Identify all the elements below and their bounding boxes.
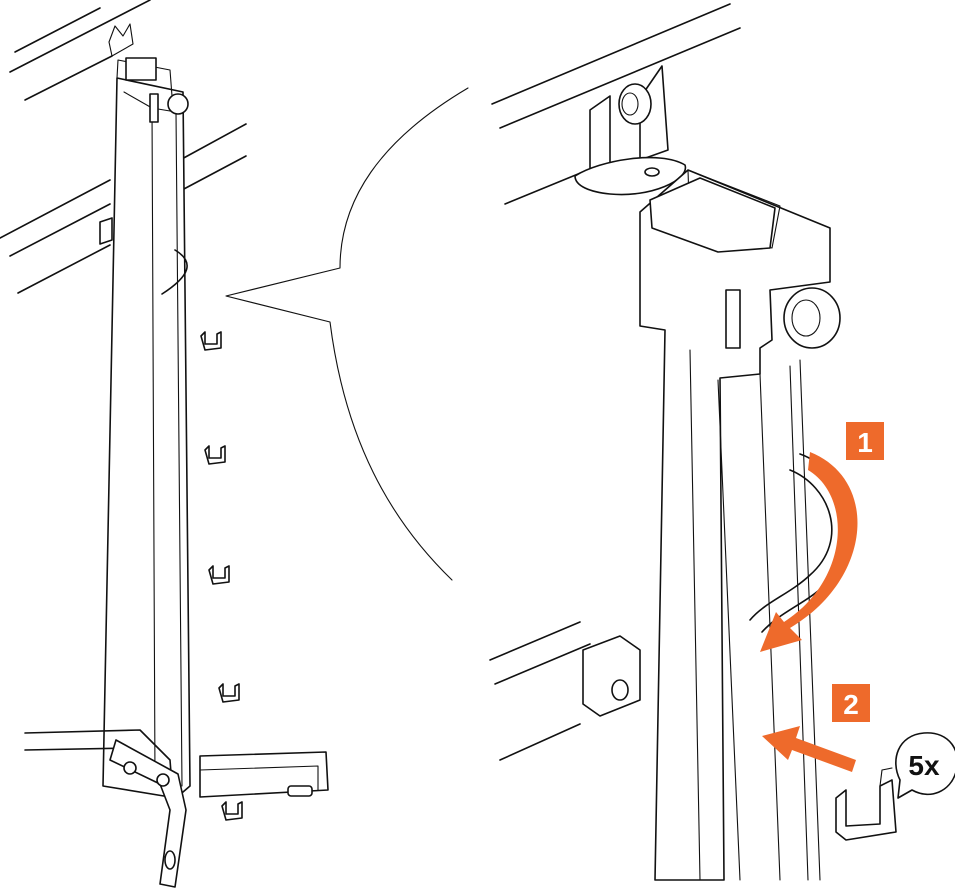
thumb-screw-icon (167, 93, 189, 115)
exploded-clips (200, 331, 243, 821)
quantity-bubble: 5x (895, 732, 955, 799)
upright-post (99, 23, 191, 799)
detail-post (582, 169, 849, 881)
cable-clip-icon (221, 801, 243, 821)
step-2-badge: 2 (832, 684, 870, 722)
step-2-arrow (762, 726, 856, 772)
upper-bracket (574, 65, 686, 196)
cable-clip-icon (835, 767, 897, 841)
step-1-number: 1 (857, 427, 873, 458)
cable-clip-icon (200, 331, 222, 351)
quantity-label: 5x (908, 750, 940, 781)
base-foot (24, 729, 329, 888)
thumb-screw-icon (783, 287, 841, 349)
cable-clip-icon (208, 565, 230, 585)
cable-clip-icon (204, 445, 226, 465)
detail-panel: 1 2 5x (489, 3, 955, 881)
cable-clip-icon (218, 683, 240, 703)
curved-arrow-icon (760, 452, 858, 652)
step-1-arrow (760, 452, 858, 652)
overview-panel (0, 0, 329, 888)
thumb-screw-icon (618, 83, 652, 125)
step-1-badge: 1 (846, 422, 884, 460)
zoom-callout (225, 87, 469, 581)
straight-arrow-icon (762, 726, 856, 772)
frame-rails (0, 0, 247, 294)
step-2-number: 2 (843, 689, 859, 720)
